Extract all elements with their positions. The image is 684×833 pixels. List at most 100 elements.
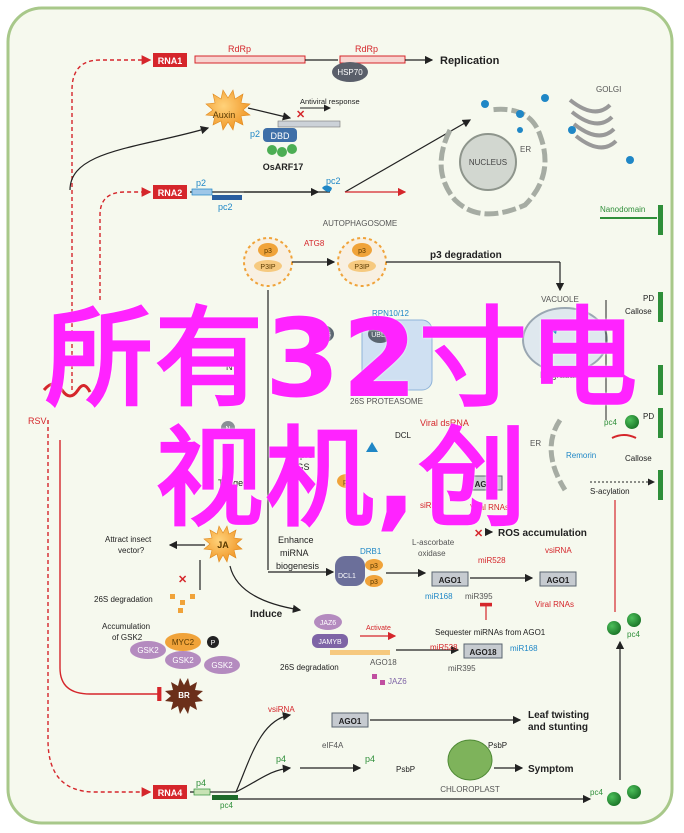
- ja-label: JA: [217, 540, 229, 550]
- p4-label-c: p4: [365, 754, 375, 764]
- trigger-label: Trigger: [218, 478, 246, 488]
- jamyb-label: JAMYB: [318, 639, 342, 646]
- symptom-label: Symptom: [528, 764, 574, 775]
- p3-middle-label: p3: [343, 479, 351, 486]
- attract-label: Attract insect: [105, 535, 152, 544]
- suppress-label: Suppre: [284, 450, 313, 460]
- induce-label: Induce: [250, 609, 283, 620]
- auxin-block: Auxin Antiviral response ✕ p2 DBD OsARF1…: [69, 89, 360, 191]
- osarf17-label: OsARF17: [263, 162, 304, 172]
- ago18-label-a: AGO18: [370, 658, 397, 667]
- rdrp-bar-2: [339, 55, 406, 64]
- mir168-induce: miR168: [510, 644, 538, 653]
- rna1-row: RNA1 RdRp RdRp HSP70 Replication: [153, 44, 500, 82]
- pd-label-1: PD: [643, 294, 654, 303]
- chloroplast-shape: [447, 739, 493, 781]
- jaz6-label-a: JAZ6: [320, 620, 336, 627]
- vacuole-degradation: Degradation: [540, 370, 589, 380]
- mir528-induce: miR528: [430, 643, 458, 652]
- ago18-label-b: AGO18: [469, 648, 497, 657]
- n-label-a: N: [226, 362, 233, 372]
- antiviral-label: Antiviral response: [300, 97, 360, 106]
- dashed-to-rna4: [47, 420, 152, 797]
- psbp-label-b: PsbP: [488, 741, 507, 750]
- rna4-box: [153, 785, 187, 799]
- l-ascorbate-label: L-ascorbate: [412, 538, 455, 547]
- rna1-box: [153, 53, 187, 67]
- rdrp-label-1: RdRp: [228, 44, 251, 54]
- proteasome-block: RPN10/12 UBL5 UBL5 26S PROTEASOME N N Tr…: [218, 309, 509, 512]
- p3-degradation-label: p3 degradation: [430, 250, 502, 261]
- enhance-block: Enhance miRNA biogenesis DRB1 DCL1 p3 p3: [268, 535, 427, 587]
- leaf-twisting: Leaf twisting: [528, 710, 589, 721]
- nucleus-label: NUCLEUS: [469, 158, 507, 167]
- pc2-label-a: pc2: [218, 202, 233, 212]
- rna2-row: RNA2 p2 pc2 pc2: [153, 119, 472, 212]
- pc4-mid-label: pc4: [627, 630, 640, 639]
- p2-auxin-label: p2: [250, 129, 260, 139]
- mir395-induce: miR395: [448, 664, 476, 673]
- p4-label-a: p4: [196, 778, 206, 788]
- sirna-label: siRNA: [420, 501, 443, 510]
- biogenesis-label: biogenesis: [276, 561, 320, 571]
- viral-rnas-ros: Viral RNAs: [535, 600, 574, 609]
- dbd-label: DBD: [270, 131, 290, 141]
- p3-enhance-b: p3: [370, 579, 378, 586]
- elf4a-label: eIF4A: [322, 741, 344, 750]
- replication-label: Replication: [440, 55, 500, 67]
- vsirna-ros-label: vsiRNA: [545, 546, 572, 555]
- br-starburst: [165, 678, 203, 714]
- er-right-label: ER: [530, 439, 541, 448]
- p3ip-auto-b: P3IP: [354, 264, 370, 271]
- and-stunting: and stunting: [528, 722, 588, 733]
- mir395-ros-label: miR395: [465, 592, 493, 601]
- remorin-label: Remorin: [566, 451, 596, 460]
- s-acylation-label: S-acylation: [590, 487, 630, 496]
- mirna-label: miRNA: [280, 548, 309, 558]
- vsirna-bottom: vsiRNA: [268, 705, 295, 714]
- enhance-label: Enhance: [278, 535, 314, 545]
- proteasome-label: 26S PROTEASOME: [350, 397, 423, 406]
- pc4-right-label: pc4: [604, 418, 617, 427]
- mir168-ros-label: miR168: [425, 592, 453, 601]
- right-panel: Nanodomain PD Callose PD Callose pc4 ER …: [530, 205, 663, 500]
- dcl1-label: DCL1: [338, 573, 356, 580]
- chloroplast-label: CHLOROPLAST: [440, 785, 500, 794]
- 26s-degradation-induce: 26S degradation: [280, 663, 339, 672]
- activate-label: Activate: [366, 625, 391, 632]
- ja-block: Attract insect vector? JA ✕ 26S degradat…: [94, 525, 302, 714]
- golgi-label: GOLGI: [596, 85, 621, 94]
- vacuole-shape: [522, 307, 608, 373]
- n-label-b: N: [225, 426, 230, 433]
- nanodomain-label: Nanodomain: [600, 205, 645, 214]
- auxin-starburst: [205, 89, 251, 131]
- p-label: P: [211, 640, 216, 647]
- rsv-dashed-trunk: [71, 55, 152, 390]
- viral-rnas-middle: Viral RNAs: [470, 503, 509, 512]
- jaz6-label-b: JAZ6: [388, 677, 407, 686]
- pd-label-2: PD: [643, 412, 654, 421]
- pc4-bottom-label-b: pc4: [590, 788, 603, 797]
- pc2-bar: [212, 195, 242, 200]
- vacuole-label: VACUOLE: [541, 295, 579, 304]
- rdrp-bar-1: [194, 55, 306, 64]
- induce-block: Induce JAZ6 JAMYB Activate AGO18 26S deg…: [250, 609, 546, 686]
- pc4-bottom-label-a: pc4: [220, 801, 233, 810]
- nucleus-circle: [459, 133, 517, 191]
- dcl-label: DCL: [395, 431, 412, 440]
- ago1-ros-a: AGO1: [439, 576, 462, 585]
- dashed-to-rna2: [99, 187, 152, 300]
- 26s-degradation-ja: 26S degradation: [94, 595, 153, 604]
- hsp70-shape: [332, 62, 368, 82]
- auxin-label: Auxin: [213, 110, 236, 120]
- antiviral-gene-bar: [277, 120, 341, 128]
- p3ip-auto-a: P3IP: [260, 264, 276, 271]
- er-folds: [438, 106, 548, 217]
- rsv-label: RSV: [28, 416, 47, 426]
- golgi-er-label: ER: [520, 145, 531, 154]
- p2-rna2-label: p2: [196, 178, 206, 188]
- ja-x: ✕: [178, 574, 187, 586]
- ubl5-label-b: UBL5: [371, 332, 389, 339]
- ubl5-label-a: UBL5: [313, 332, 331, 339]
